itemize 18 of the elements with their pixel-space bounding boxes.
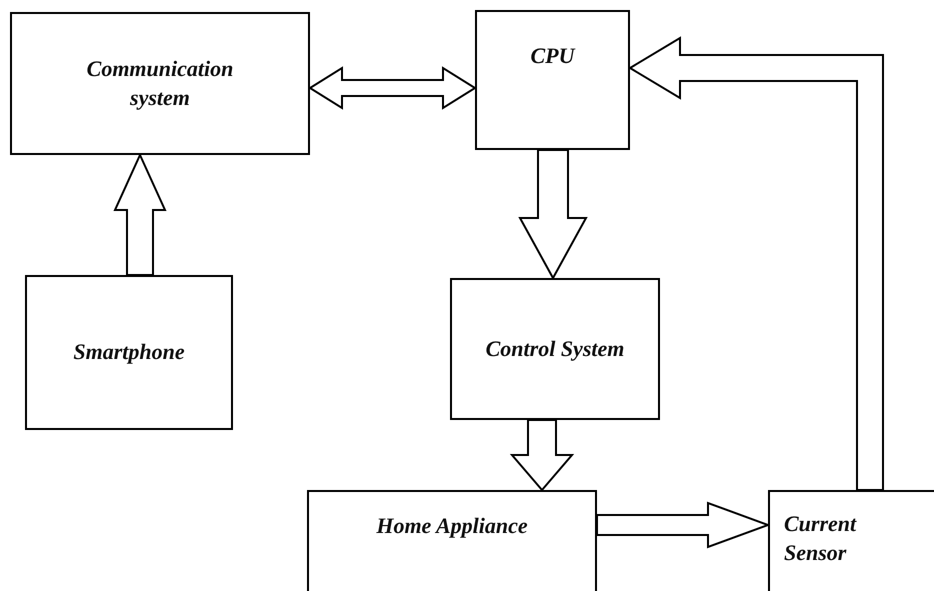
box-label: CPU	[530, 42, 574, 70]
block-arrow	[596, 502, 771, 548]
block-arrow	[518, 149, 588, 280]
process-box	[475, 10, 630, 150]
process-box	[768, 490, 934, 591]
box-label: Communication system	[86, 54, 234, 112]
block-arrow	[628, 36, 884, 491]
block-arrow	[113, 152, 167, 276]
process-box	[10, 12, 310, 155]
process-box	[450, 278, 660, 420]
box-label: Smartphone	[73, 338, 185, 366]
box-label: Current Sensor	[784, 510, 858, 567]
box-label: Home Appliance	[376, 512, 528, 540]
block-arrow	[510, 419, 574, 492]
block-arrow	[308, 66, 477, 110]
box-label: Control System	[486, 334, 624, 363]
process-box	[307, 490, 597, 591]
process-box	[25, 275, 233, 430]
